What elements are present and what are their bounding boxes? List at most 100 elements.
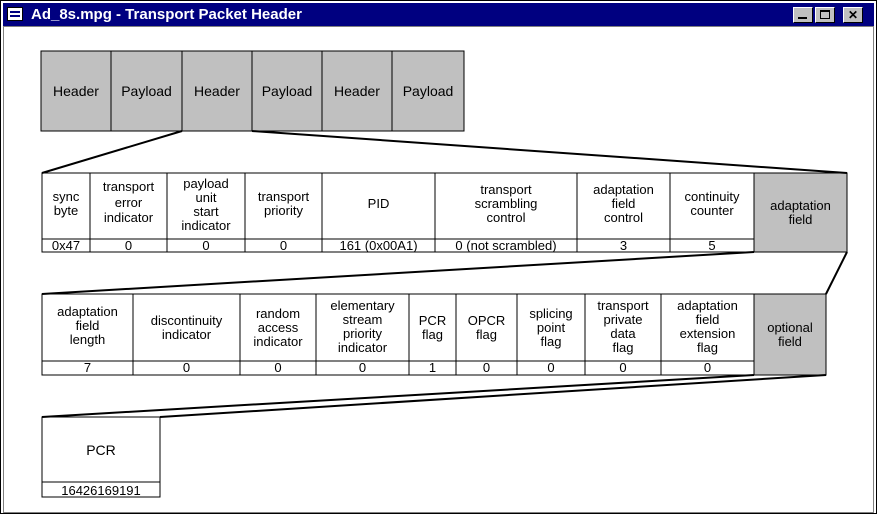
adaptation-field-label: PCR bbox=[419, 313, 446, 328]
header-field-value: 0 (not scrambled) bbox=[455, 238, 556, 253]
header-field-label: transport bbox=[480, 182, 532, 197]
adaptation-field-value: 0 bbox=[359, 360, 366, 375]
adaptation-field-label: point bbox=[537, 320, 566, 335]
adaptation-field-label: indicator bbox=[338, 340, 388, 355]
maximize-icon bbox=[820, 10, 830, 19]
header-field-cell bbox=[753, 172, 848, 253]
packet-segment-label: Payload bbox=[121, 83, 172, 99]
minimize-icon bbox=[798, 17, 807, 19]
adaptation-field-label: extension bbox=[680, 326, 736, 341]
optional-field-cell bbox=[41, 416, 161, 483]
header-field-label: control bbox=[604, 210, 643, 225]
adaptation-field-label: access bbox=[258, 320, 299, 335]
window-app-icon[interactable] bbox=[7, 7, 23, 21]
header-field-label: control bbox=[486, 210, 525, 225]
packet-segment-header bbox=[181, 50, 253, 132]
adaptation-field-label: flag bbox=[422, 327, 443, 342]
packet-segment-label: Header bbox=[53, 83, 99, 99]
adaptation-field-cell bbox=[516, 293, 586, 362]
header-field-label: transport bbox=[258, 189, 310, 204]
title-bar[interactable]: Ad_8s.mpg - Transport Packet Header ✕ bbox=[3, 3, 874, 26]
optional-field-label: PCR bbox=[86, 442, 116, 458]
packet-segment-header bbox=[40, 50, 112, 132]
header-field-cell bbox=[669, 172, 755, 240]
adaptation-field-label: data bbox=[610, 326, 636, 341]
packet-segment-payload bbox=[251, 50, 323, 132]
client-area bbox=[3, 26, 874, 513]
header-field-value: 3 bbox=[620, 238, 627, 253]
adaptation-field-label: OPCR bbox=[468, 313, 506, 328]
header-field-label: indicator bbox=[181, 218, 231, 233]
header-field-value: 5 bbox=[708, 238, 715, 253]
header-field-label: sync bbox=[53, 189, 80, 204]
header-field-value: 0 bbox=[202, 238, 209, 253]
zoom-line-right bbox=[251, 130, 848, 174]
adaptation-field-label: random bbox=[256, 306, 300, 321]
adaptation-field-label: priority bbox=[343, 326, 383, 341]
adaptation-field-label: discontinuity bbox=[151, 313, 223, 328]
header-field-label: error bbox=[115, 195, 143, 210]
adaptation-field-label: field bbox=[76, 318, 100, 333]
adaptation-field-cell bbox=[239, 293, 317, 362]
header-field-label: start bbox=[193, 204, 219, 219]
header-field-label: priority bbox=[264, 203, 304, 218]
minimize-button[interactable] bbox=[793, 7, 813, 23]
adaptation-field-label: flag bbox=[541, 334, 562, 349]
adaptation-field-label: length bbox=[70, 332, 105, 347]
header-field-cell bbox=[41, 172, 91, 240]
header-field-value: 0 bbox=[280, 238, 287, 253]
packet-segment-header bbox=[321, 50, 393, 132]
packet-segment-label: Header bbox=[194, 83, 240, 99]
close-icon: ✕ bbox=[847, 8, 859, 22]
adaptation-field-cell bbox=[753, 293, 827, 376]
adaptation-field-cell bbox=[41, 293, 134, 362]
header-field-cell bbox=[244, 172, 323, 240]
header-field-cell bbox=[321, 172, 436, 240]
optional-value-cell bbox=[41, 481, 161, 498]
header-field-value: 0 bbox=[125, 238, 132, 253]
header-field-label: field bbox=[789, 212, 813, 227]
adaptation-field-value: 0 bbox=[274, 360, 281, 375]
adaptation-field-label: adaptation bbox=[57, 304, 118, 319]
packet-segment-label: Header bbox=[334, 83, 380, 99]
adaptation-field-label: elementary bbox=[330, 298, 395, 313]
header-field-label: byte bbox=[54, 203, 79, 218]
adaptation-field-value: 0 bbox=[704, 360, 711, 375]
adaptation-field-value: 0 bbox=[619, 360, 626, 375]
header-field-value: 161 (0x00A1) bbox=[339, 238, 417, 253]
adaptation-field-label: flag bbox=[697, 340, 718, 355]
adaptation-field-label: stream bbox=[343, 312, 383, 327]
zoom-line-left bbox=[41, 130, 183, 174]
close-button[interactable]: ✕ bbox=[843, 7, 863, 23]
adaptation-field-label: field bbox=[696, 312, 720, 327]
header-field-value: 0x47 bbox=[52, 238, 80, 253]
adaptation-field-value: 7 bbox=[84, 360, 91, 375]
zoom-line-right bbox=[159, 374, 827, 418]
window-title: Ad_8s.mpg - Transport Packet Header bbox=[31, 6, 302, 23]
adaptation-field-label: flag bbox=[476, 327, 497, 342]
header-field-label: scrambling bbox=[475, 196, 538, 211]
packet-segment-label: Payload bbox=[403, 83, 454, 99]
adaptation-field-label: indicator bbox=[253, 334, 303, 349]
adaptation-field-cell bbox=[455, 293, 518, 362]
zoom-line-left bbox=[41, 251, 755, 295]
adaptation-field-label: optional bbox=[767, 320, 813, 335]
header-field-label: unit bbox=[196, 190, 217, 205]
maximize-button[interactable] bbox=[815, 7, 835, 23]
adaptation-field-label: adaptation bbox=[677, 298, 738, 313]
zoom-line-left bbox=[41, 374, 755, 418]
adaptation-field-cell bbox=[660, 293, 755, 362]
optional-field-value: 16426169191 bbox=[61, 483, 141, 498]
header-field-label: counter bbox=[690, 203, 734, 218]
header-field-cell bbox=[434, 172, 578, 240]
packet-segment-payload bbox=[391, 50, 465, 132]
zoom-line-right bbox=[825, 251, 848, 295]
adaptation-field-value: 1 bbox=[429, 360, 436, 375]
adaptation-field-label: field bbox=[778, 334, 802, 349]
header-field-label: payload bbox=[183, 176, 229, 191]
adaptation-field-label: splicing bbox=[529, 306, 572, 321]
adaptation-field-value: 0 bbox=[547, 360, 554, 375]
adaptation-field-label: private bbox=[603, 312, 642, 327]
header-field-label: PID bbox=[368, 196, 390, 211]
